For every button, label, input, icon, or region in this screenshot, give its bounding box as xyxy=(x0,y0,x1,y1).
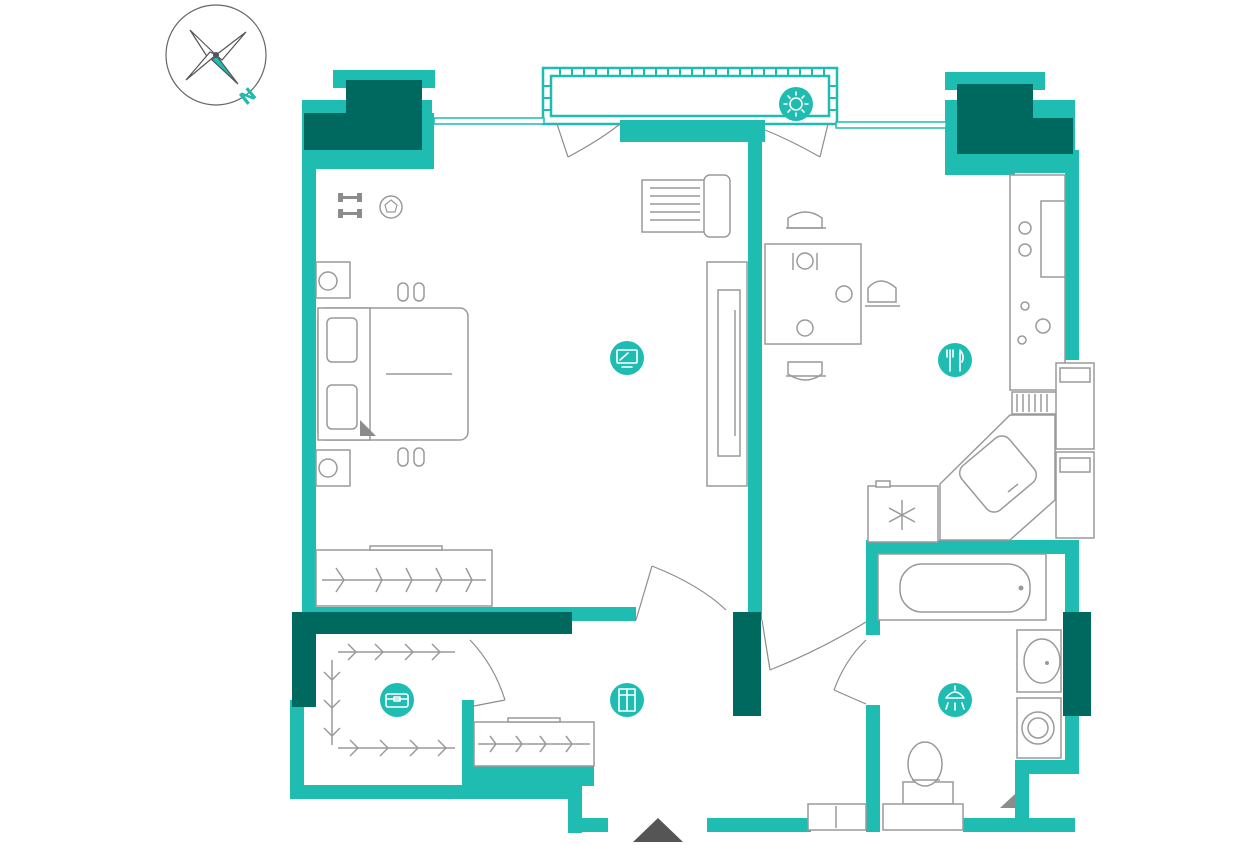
hall-wardrobe xyxy=(473,717,595,767)
column-top-right xyxy=(957,84,1033,154)
storage-hangers xyxy=(323,643,455,757)
column-top-right-ext xyxy=(1033,118,1073,154)
treadmill-icon xyxy=(641,174,731,238)
slippers-top-icon xyxy=(397,282,425,302)
hall-cabinet xyxy=(807,803,867,831)
entrance-arrow-icon xyxy=(633,818,683,842)
wall-top-center xyxy=(620,120,765,142)
tv-console xyxy=(706,261,748,487)
nightstand-bottom xyxy=(315,449,351,487)
slippers-bottom-icon xyxy=(397,447,425,467)
wall-bottom-left-end xyxy=(568,818,608,832)
fridge xyxy=(867,480,939,543)
window-right xyxy=(835,121,947,129)
nightstand-top xyxy=(315,261,351,299)
washing-machine xyxy=(1016,697,1062,759)
column-entrance xyxy=(733,612,761,716)
bath-cabinet xyxy=(882,803,964,831)
compass-north-label: N xyxy=(236,84,261,110)
balcony-outline xyxy=(541,66,839,126)
compass-rose-icon xyxy=(185,29,247,85)
ball-icon xyxy=(379,195,403,219)
wall-bottom-right-step xyxy=(1015,760,1029,832)
living-bedroom-furniture xyxy=(315,174,748,621)
kitchen-furniture xyxy=(761,174,1095,671)
wall-bath-top xyxy=(866,540,1076,554)
hallway-storage-furniture xyxy=(323,639,683,842)
chair-top-icon xyxy=(786,211,826,229)
living-door xyxy=(635,565,727,621)
column-top-left-ext xyxy=(304,113,346,150)
wall-right-lower xyxy=(1065,710,1079,774)
sink-corner xyxy=(939,414,1056,541)
wall-partition-center xyxy=(748,120,762,620)
column-top-left xyxy=(346,80,422,150)
compass-ring xyxy=(165,4,267,106)
bathroom-furniture xyxy=(807,553,1062,831)
dining-table xyxy=(764,243,862,345)
wall-hall-wardrobe-base xyxy=(474,766,594,786)
snowflake-icon xyxy=(888,500,916,530)
balcony xyxy=(433,66,947,158)
balcony-door-left xyxy=(556,123,621,158)
balcony-rail-ticks xyxy=(543,68,837,111)
structural-columns xyxy=(292,80,1091,716)
wall-bottom-left xyxy=(290,785,580,799)
wall-bath-left-upper xyxy=(866,540,880,635)
chair-bottom-icon xyxy=(786,361,826,381)
balcony-inner xyxy=(549,74,831,118)
column-bath-right xyxy=(1063,612,1091,716)
bathtub xyxy=(877,553,1047,621)
fork-knife-icon xyxy=(938,343,972,377)
wall-left-lower xyxy=(290,700,304,798)
double-bed xyxy=(317,307,469,441)
wall-right-upper xyxy=(1065,150,1079,360)
washbasin xyxy=(1016,629,1062,693)
kitchen-counter xyxy=(1009,174,1066,415)
sun-icon xyxy=(779,87,813,121)
column-mid-beam xyxy=(292,612,572,634)
wall-right-corner xyxy=(1015,760,1075,774)
bathroom-door xyxy=(833,639,867,705)
room-badges xyxy=(380,87,972,717)
compass: N xyxy=(165,4,267,110)
wardrobe-icon xyxy=(610,683,644,717)
tv-icon xyxy=(610,341,644,375)
column-mid-left xyxy=(292,612,316,707)
storage-door xyxy=(469,639,506,707)
chest-icon xyxy=(380,683,414,717)
toilet xyxy=(902,741,954,805)
dumbbell-icon xyxy=(338,193,362,218)
wall-bottom-mid xyxy=(707,818,811,832)
wardrobe-living xyxy=(315,545,493,607)
wall-left-upper xyxy=(302,100,316,615)
shower-icon xyxy=(938,683,972,717)
wall-right-mid xyxy=(1065,540,1079,620)
window-left xyxy=(433,117,545,125)
wall-bath-left-lower xyxy=(866,705,880,830)
wall-closet-divider xyxy=(462,700,474,790)
kitchen-door xyxy=(761,619,867,671)
balcony-door-right xyxy=(764,123,829,158)
chair-right-icon xyxy=(865,280,900,307)
